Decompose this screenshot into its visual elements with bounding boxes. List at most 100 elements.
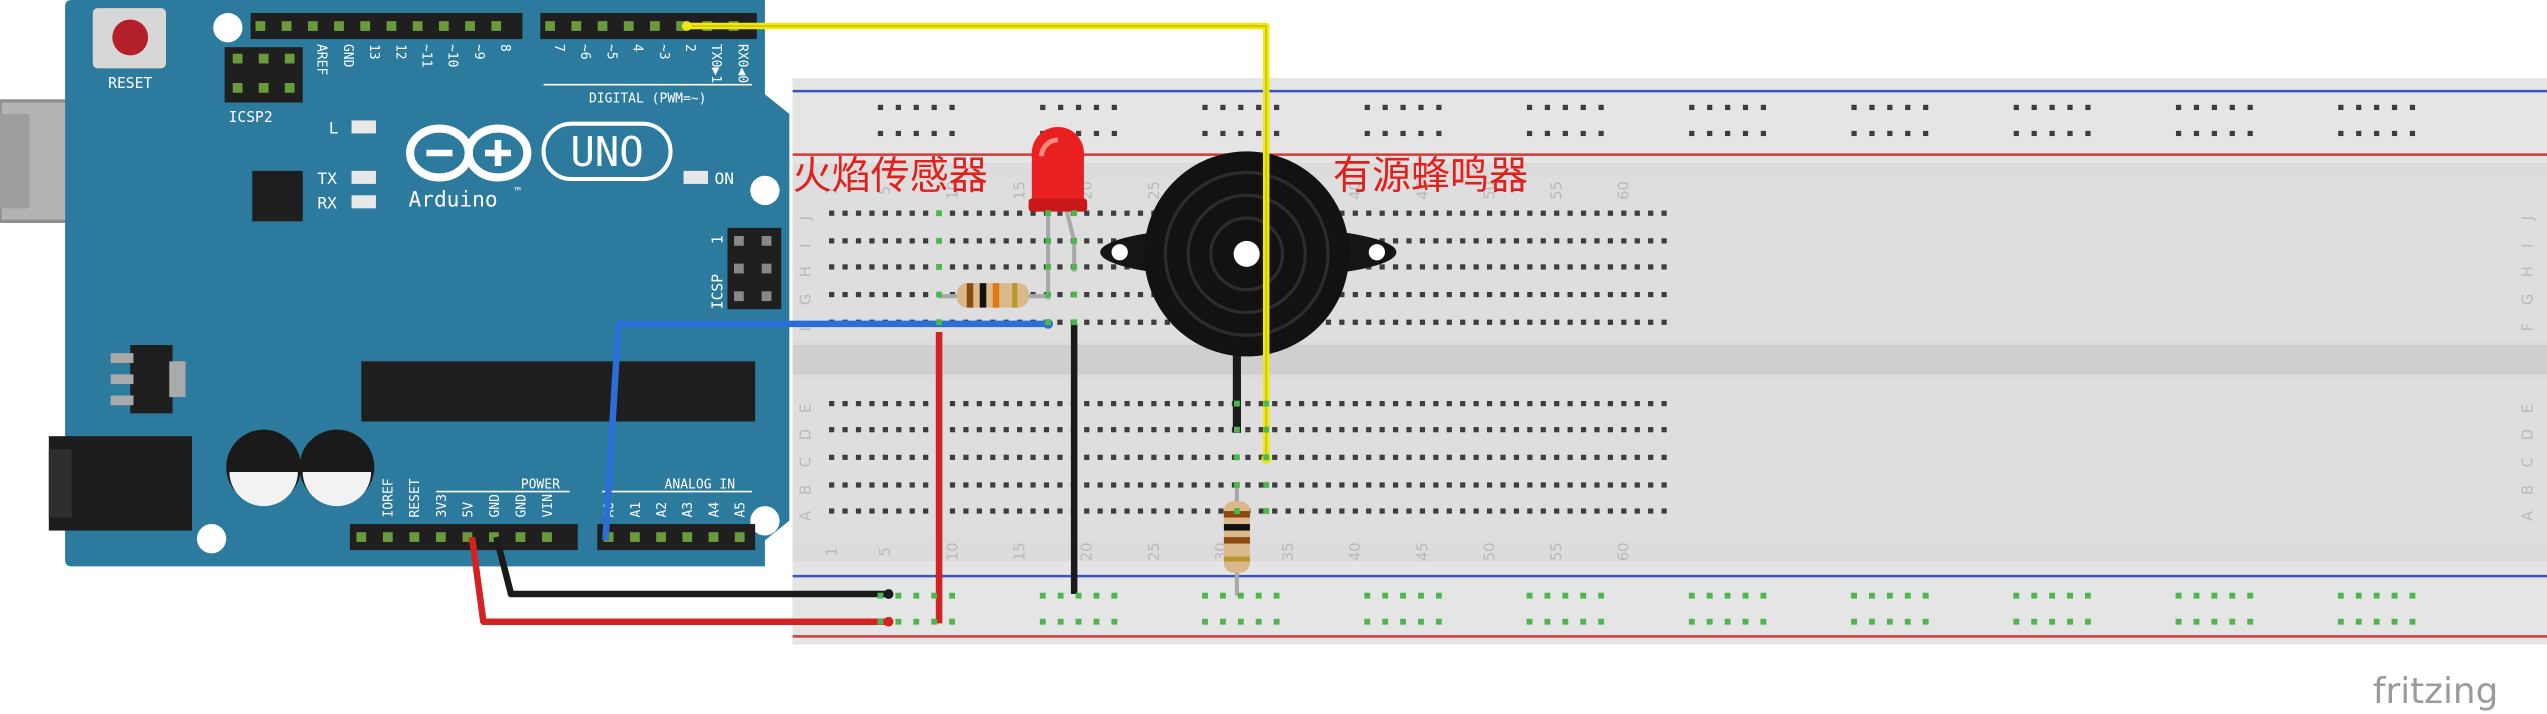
breadboard-hole	[1178, 454, 1184, 460]
breadboard-hole	[1352, 291, 1358, 298]
wire-end	[883, 616, 894, 627]
header-pin	[571, 21, 582, 31]
wire-red-5v-to-rail	[468, 536, 889, 625]
resistor-band	[1223, 524, 1250, 531]
breadboard-hole	[829, 482, 835, 488]
breadboard-hole	[1460, 291, 1466, 298]
breadboard-hole	[963, 482, 969, 488]
breadboard-hole	[1137, 291, 1144, 298]
breadboard-hole	[829, 210, 835, 216]
digital-pin-label: 12	[392, 44, 407, 60]
breadboard-hole	[1634, 264, 1640, 270]
digital-pin-label: GND	[340, 44, 355, 68]
breadboard-hole	[1594, 210, 1600, 216]
breadboard-hole	[1419, 291, 1426, 298]
breadboard-hole	[1339, 319, 1345, 325]
breadboard-hole	[1272, 454, 1278, 460]
breadboard-hole	[1312, 427, 1318, 433]
breadboard-hole	[1392, 482, 1399, 488]
breadboard-hole	[1594, 264, 1600, 270]
rail-hole	[2229, 130, 2235, 137]
buzzer-mount-hole	[1368, 244, 1386, 261]
connected-hole	[1202, 592, 1208, 599]
breadboard-hole	[855, 401, 862, 407]
breadboard-hole	[1648, 210, 1654, 216]
breadboard-hole	[1554, 482, 1560, 488]
breadboard-hole	[1111, 482, 1117, 488]
breadboard-hole	[1245, 427, 1251, 433]
column-number: 35	[1280, 542, 1297, 561]
breadboard-hole	[1419, 264, 1426, 270]
breadboard-hole	[882, 508, 888, 514]
connected-hole	[1869, 592, 1875, 599]
column-number: 45	[1414, 542, 1431, 561]
icsp-pin1-label: 1	[710, 235, 727, 244]
breadboard-hole	[1513, 427, 1520, 433]
breadboard-hole	[1500, 264, 1506, 270]
breadboard-hole	[1325, 401, 1332, 407]
rail-hole	[2031, 130, 2037, 137]
bottom-power-rail	[792, 561, 2547, 645]
rail-hole	[1544, 104, 1551, 111]
breadboard-hole	[1258, 401, 1264, 407]
breadboard-hole	[1191, 454, 1197, 460]
breadboard-hole	[855, 238, 862, 244]
breadboard-hole	[1580, 319, 1587, 325]
column-number: 40	[1347, 181, 1364, 200]
breadboard-hole	[1446, 482, 1452, 488]
rail-hole	[2409, 130, 2416, 137]
breadboard-hole	[1621, 210, 1627, 216]
breadboard-hole	[869, 508, 875, 514]
breadboard-hole	[1580, 401, 1587, 407]
breadboard-hole	[1030, 264, 1036, 270]
breadboard-hole	[1151, 427, 1157, 433]
breadboard-hole	[1017, 427, 1023, 433]
breadboard-hole	[1084, 508, 1090, 514]
breadboard-hole	[1554, 508, 1560, 514]
wire-black-gnd-to-rail	[493, 536, 889, 598]
breadboard-hole	[1218, 482, 1224, 488]
connected-hole	[2211, 592, 2218, 599]
breadboard-hole	[1473, 508, 1479, 514]
breadboard-hole	[1124, 401, 1130, 407]
breadboard-hole	[1419, 427, 1426, 433]
breadboard-hole	[1017, 454, 1023, 460]
breadboard-hole	[1151, 508, 1157, 514]
breadboard-hole	[909, 508, 915, 514]
breadboard-hole	[1621, 454, 1627, 460]
breadboard-hole	[1540, 238, 1546, 244]
breadboard-hole	[1527, 210, 1533, 216]
breadboard-hole	[896, 454, 902, 460]
rail-hole	[1760, 104, 1767, 111]
connected-hole	[1562, 592, 1569, 599]
breadboard-hole	[1554, 454, 1560, 460]
breadboard-hole	[1648, 238, 1654, 244]
breadboard-hole	[1540, 482, 1546, 488]
breadboard-hole	[1164, 454, 1170, 460]
breadboard-hole	[1607, 482, 1614, 488]
breadboard-hole	[1339, 454, 1345, 460]
breadboard-hole	[1648, 427, 1654, 433]
breadboard-hole	[1500, 482, 1506, 488]
breadboard-hole	[869, 454, 875, 460]
buzzer-mount-hole	[1111, 244, 1128, 261]
rail-hole	[1382, 104, 1388, 111]
breadboard-hole	[1272, 427, 1278, 433]
reset-label: RESET	[108, 75, 152, 92]
column-number: 55	[1549, 542, 1566, 561]
connected-hole	[1202, 618, 1208, 625]
breadboard-hole	[923, 401, 929, 407]
breadboard-hole	[1178, 401, 1184, 407]
wire-end	[883, 589, 894, 599]
breadboard-hole	[1433, 264, 1439, 270]
breadboard-hole	[1191, 482, 1197, 488]
breadboard-hole	[896, 264, 902, 270]
rail-hole	[1689, 104, 1695, 111]
breadboard-hole	[923, 291, 929, 298]
breadboard-hole	[1205, 427, 1211, 433]
connected-hole	[1237, 592, 1244, 599]
breadboard-hole	[1258, 454, 1264, 460]
rail-hole	[2409, 104, 2416, 111]
connected-hole	[1219, 592, 1226, 599]
analog-pin-label: A2	[655, 502, 670, 518]
